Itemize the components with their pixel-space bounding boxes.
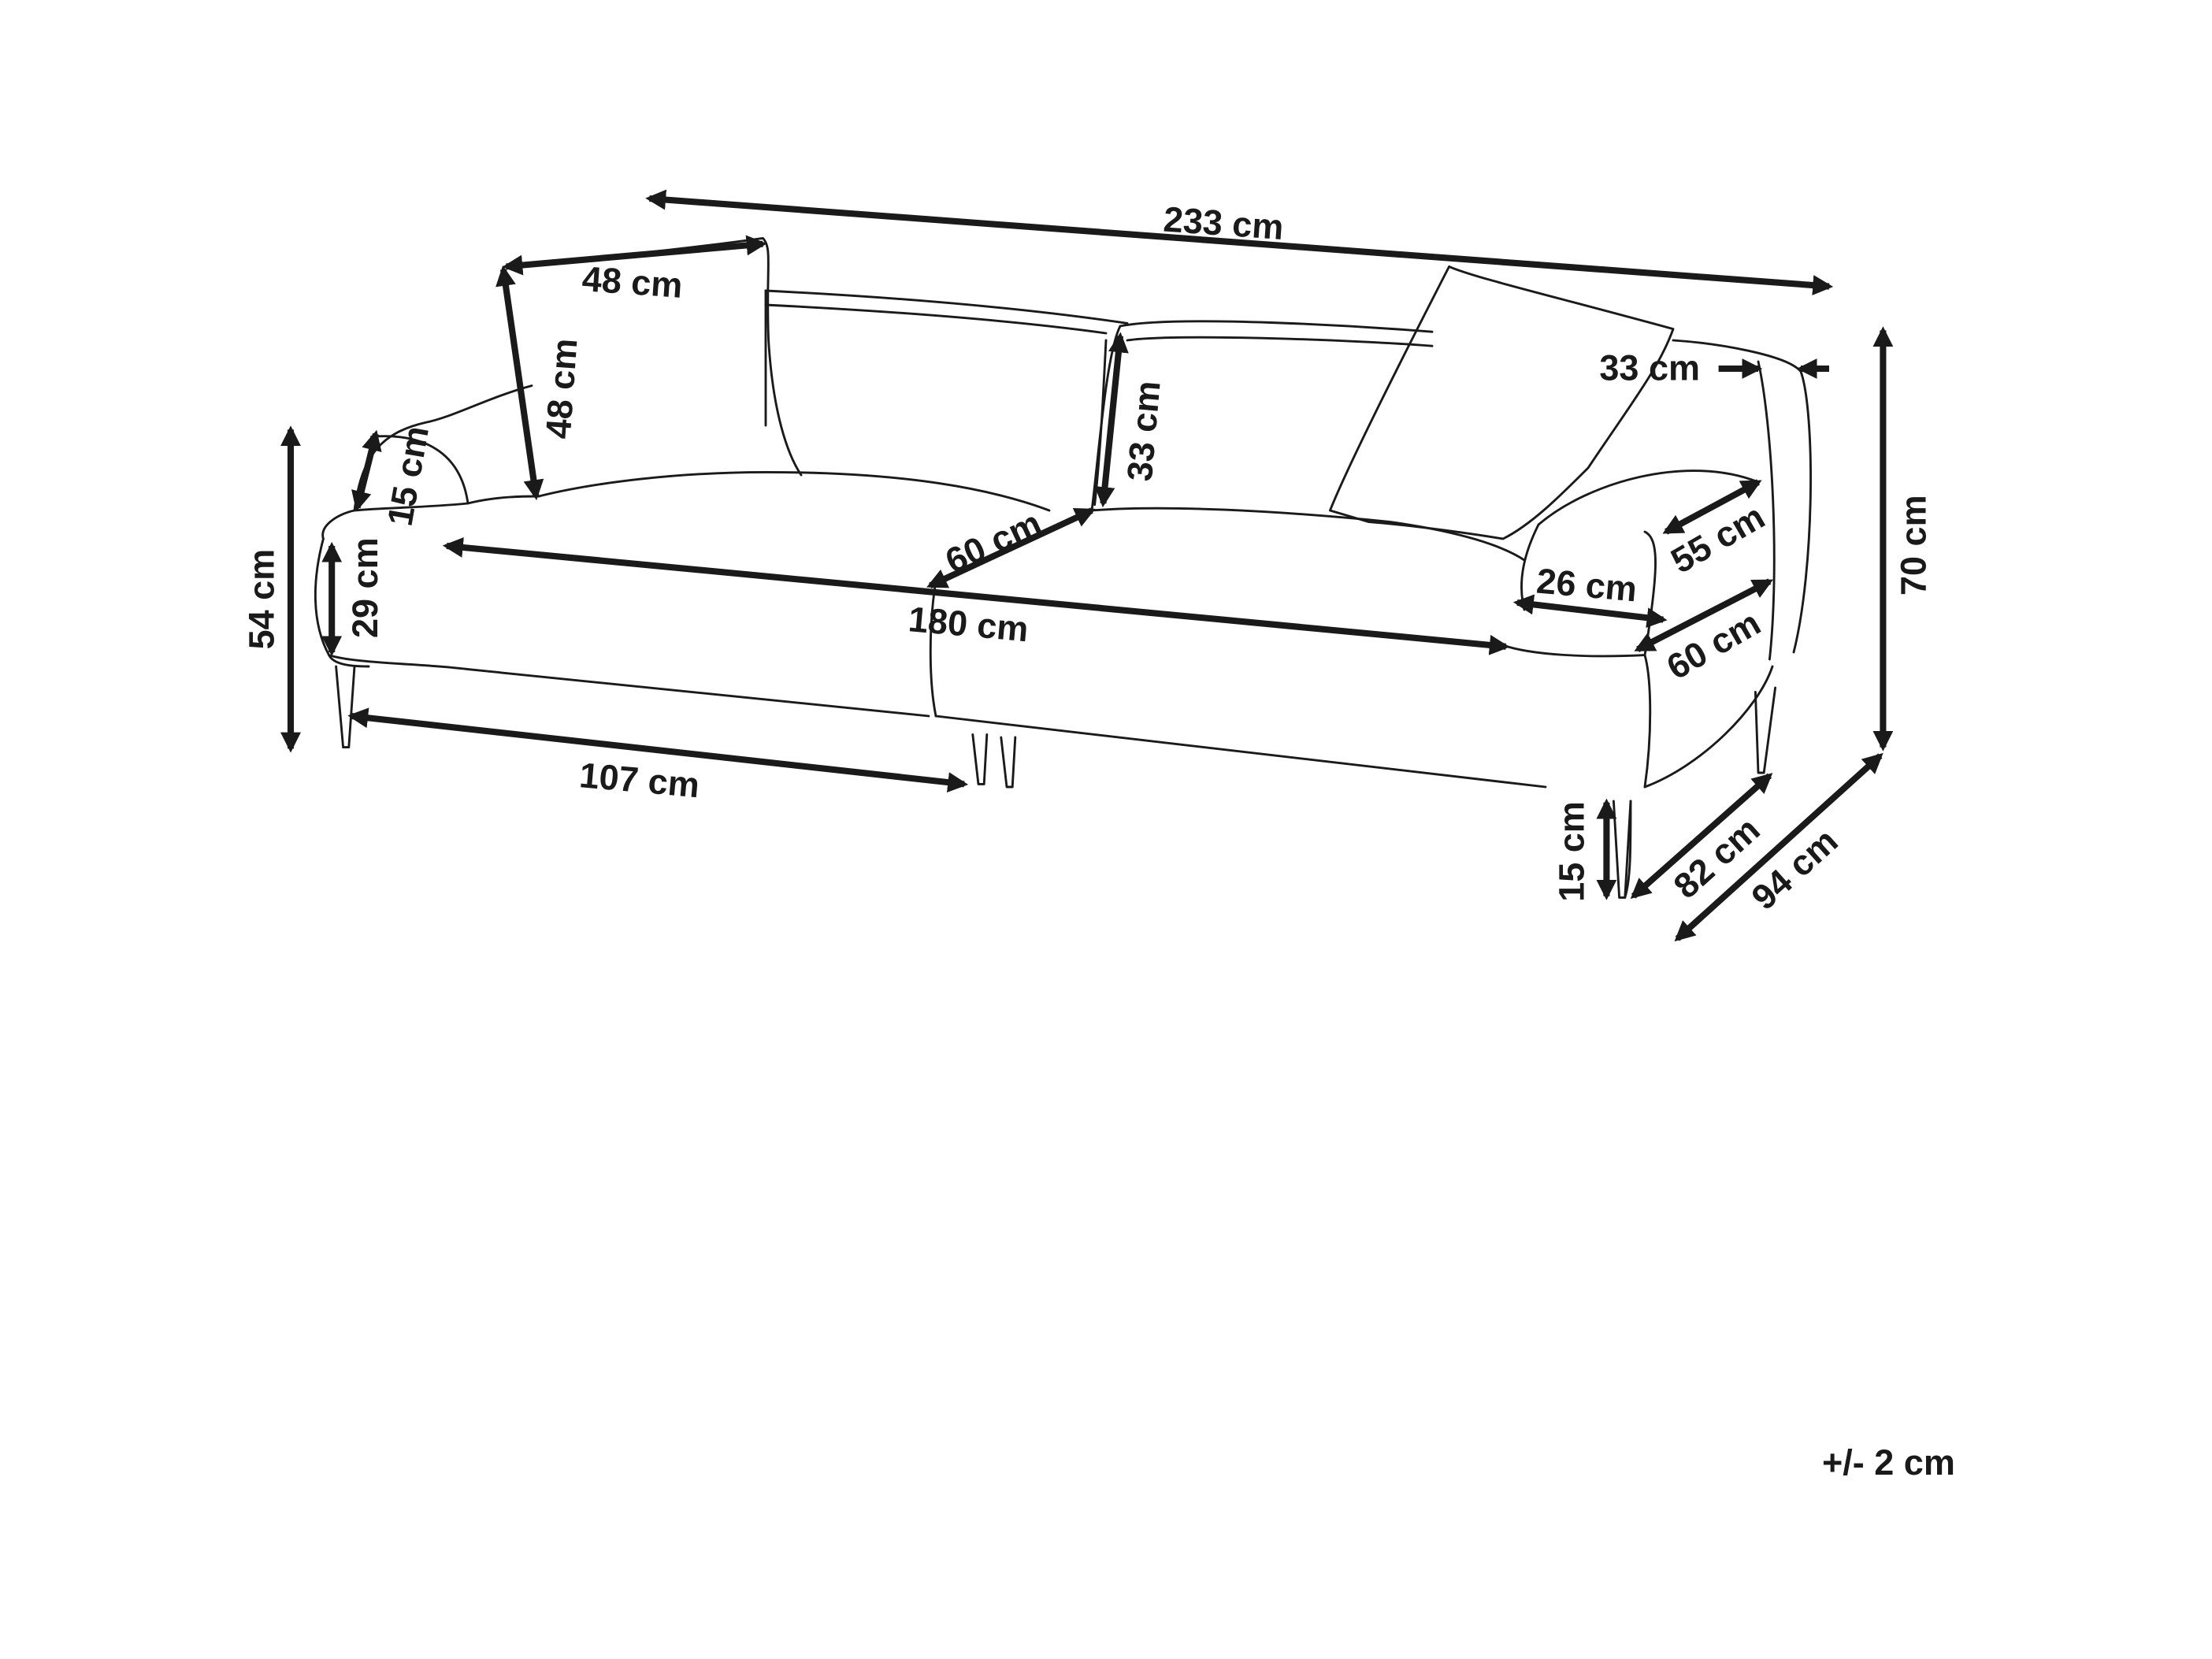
label-seat-width: 180 cm bbox=[907, 599, 1030, 649]
label-seat-depth-side: 60 cm bbox=[1660, 603, 1767, 688]
label-armrest-width: 26 cm bbox=[1535, 561, 1639, 610]
label-seat-height: 54 cm bbox=[241, 549, 281, 650]
label-module-width: 107 cm bbox=[578, 755, 701, 805]
label-backrest-height: 33 cm bbox=[1119, 379, 1168, 483]
label-seat-thickness: 29 cm bbox=[345, 537, 385, 638]
label-total-width: 233 cm bbox=[1162, 199, 1285, 247]
label-cushion-height: 48 cm bbox=[538, 337, 585, 440]
dimension-arrows bbox=[280, 189, 1894, 942]
label-seat-depth-center: 60 cm bbox=[939, 503, 1047, 581]
label-armrest-depth: 55 cm bbox=[1665, 496, 1772, 581]
label-cushion-width: 48 cm bbox=[581, 258, 684, 306]
label-armrest-top-width: 33 cm bbox=[1599, 347, 1700, 388]
label-total-height: 70 cm bbox=[1893, 495, 1933, 596]
label-leg-height: 15 cm bbox=[1552, 801, 1592, 902]
tolerance-note: +/- 2 cm bbox=[1822, 1442, 1955, 1483]
